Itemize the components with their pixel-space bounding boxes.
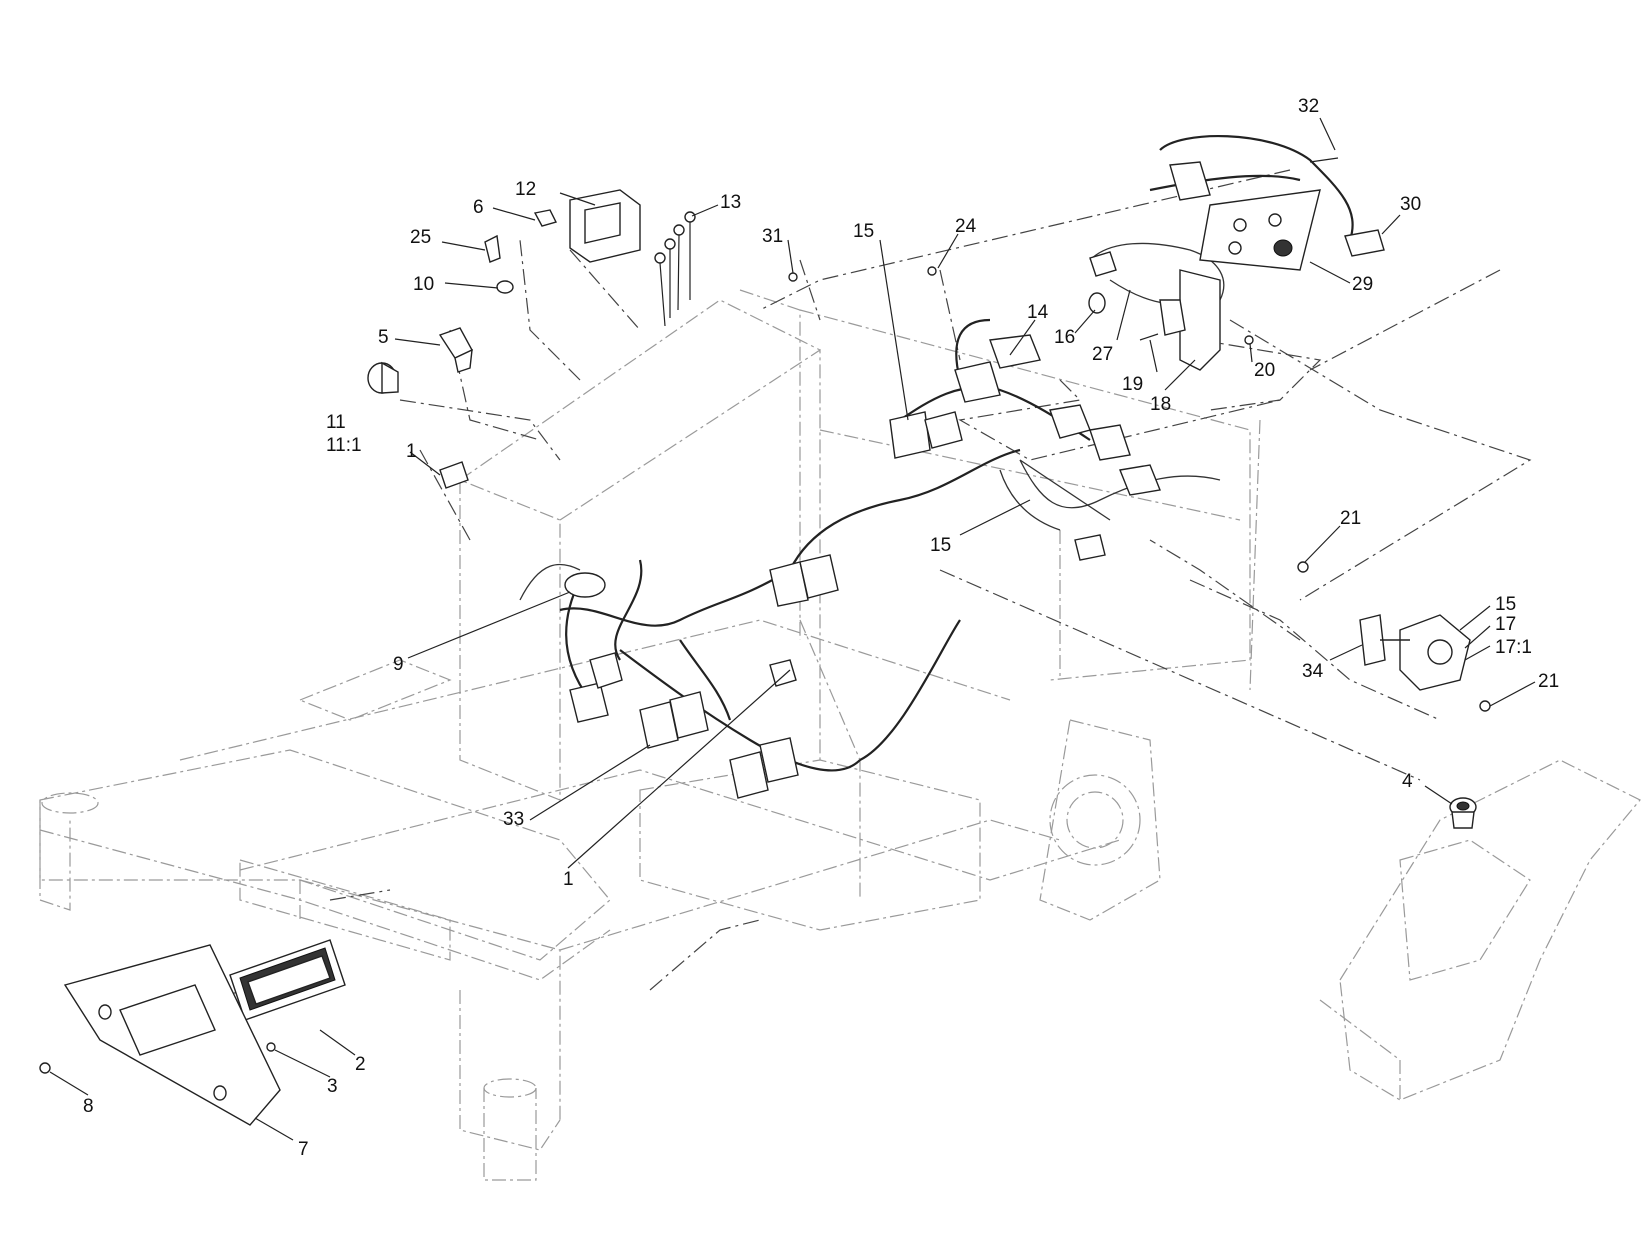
- callout-2: 2: [355, 1054, 366, 1075]
- part-14-connector-block: [954, 334, 1161, 496]
- part-25-grommet: [484, 234, 501, 263]
- callout-13: 13: [720, 192, 741, 213]
- parts: [39, 157, 1491, 1126]
- part-29-pigtail-connector: [1169, 161, 1211, 201]
- callout-34: 34: [1302, 661, 1324, 682]
- part-8-screw: [39, 1062, 51, 1074]
- callout-29: 29: [1352, 274, 1373, 295]
- callout-8: 8: [83, 1096, 94, 1117]
- part-7-bezel: [63, 944, 281, 1126]
- callout-1-upper: 1: [406, 441, 417, 462]
- callout-9: 9: [393, 654, 404, 675]
- callout-21-lower: 21: [1538, 671, 1559, 692]
- part-12-display: [569, 189, 641, 263]
- callout-labels: 32 30 29 24 15 14 16 27 19 20 18 12 13 6…: [83, 96, 1559, 1160]
- part-4-socket: [1449, 797, 1477, 829]
- part-15-connector-upper: [889, 411, 963, 459]
- callout-17: 17: [1495, 614, 1516, 635]
- wiring-harness: [519, 134, 1354, 772]
- callout-27: 27: [1092, 344, 1113, 365]
- callout-24: 24: [955, 216, 977, 237]
- callout-31: 31: [762, 226, 783, 247]
- callout-5: 5: [378, 327, 389, 348]
- part-1-relay-lower: [769, 659, 797, 687]
- part-17-key-switch: [1399, 614, 1471, 691]
- callout-15-right: 15: [1495, 594, 1516, 615]
- callout-7: 7: [298, 1139, 309, 1160]
- callout-18: 18: [1150, 394, 1171, 415]
- part-16-plug: [1088, 292, 1106, 314]
- callout-30: 30: [1400, 194, 1421, 215]
- callout-20: 20: [1254, 360, 1275, 381]
- part-24-screw: [927, 266, 937, 276]
- callout-25: 25: [410, 227, 431, 248]
- part-33-connectors: [569, 652, 709, 749]
- callout-33: 33: [503, 809, 524, 830]
- callout-11-1: 11:1: [326, 435, 362, 456]
- part-30-connector: [1344, 229, 1385, 257]
- callout-21-upper: 21: [1340, 508, 1361, 529]
- callout-11: 11: [326, 412, 346, 433]
- part-13-probes: [654, 211, 696, 327]
- callout-12: 12: [515, 179, 536, 200]
- harness-connectors-mid: [729, 554, 839, 799]
- callout-14: 14: [1027, 302, 1049, 323]
- part-21-screw-lower: [1479, 700, 1491, 712]
- part-5-rocker-switch: [438, 327, 473, 373]
- assembly-lines: [139, 169, 1532, 1021]
- leader-lines: [49, 117, 1536, 1141]
- callout-15-mid: 15: [930, 535, 951, 556]
- part-29-controller: [1199, 189, 1321, 271]
- callout-3: 3: [327, 1076, 338, 1097]
- part-18-bracket: [1159, 269, 1221, 371]
- part-9-switch: [564, 572, 606, 598]
- part-27-sub-harness: [1089, 251, 1117, 277]
- callout-10: 10: [413, 274, 434, 295]
- callout-15-top: 15: [853, 221, 874, 242]
- callout-17-1: 17:1: [1495, 637, 1532, 658]
- part-19-screw: [1139, 333, 1159, 341]
- part-21-screw-upper: [1297, 561, 1309, 573]
- part-34-bracket: [1359, 614, 1410, 666]
- callout-6: 6: [473, 197, 484, 218]
- callout-1-lower: 1: [563, 869, 574, 890]
- part-31-nut: [788, 272, 798, 282]
- part-3-screw: [266, 1042, 276, 1052]
- callout-4: 4: [1402, 771, 1413, 792]
- machine-frame: [39, 289, 1641, 1181]
- callout-32: 32: [1298, 96, 1319, 117]
- part-32-pin: [1309, 157, 1339, 163]
- part-6-switch: [533, 209, 558, 227]
- part-2-work-light: [229, 939, 346, 1021]
- part-20-nut: [1244, 335, 1254, 345]
- part-1-relay-upper: [439, 461, 469, 489]
- callout-19: 19: [1122, 374, 1143, 395]
- callout-16: 16: [1054, 327, 1075, 348]
- part-15-connector-mid: [1074, 534, 1106, 561]
- part-11-gauge: [367, 361, 399, 394]
- part-10-washer: [496, 280, 514, 294]
